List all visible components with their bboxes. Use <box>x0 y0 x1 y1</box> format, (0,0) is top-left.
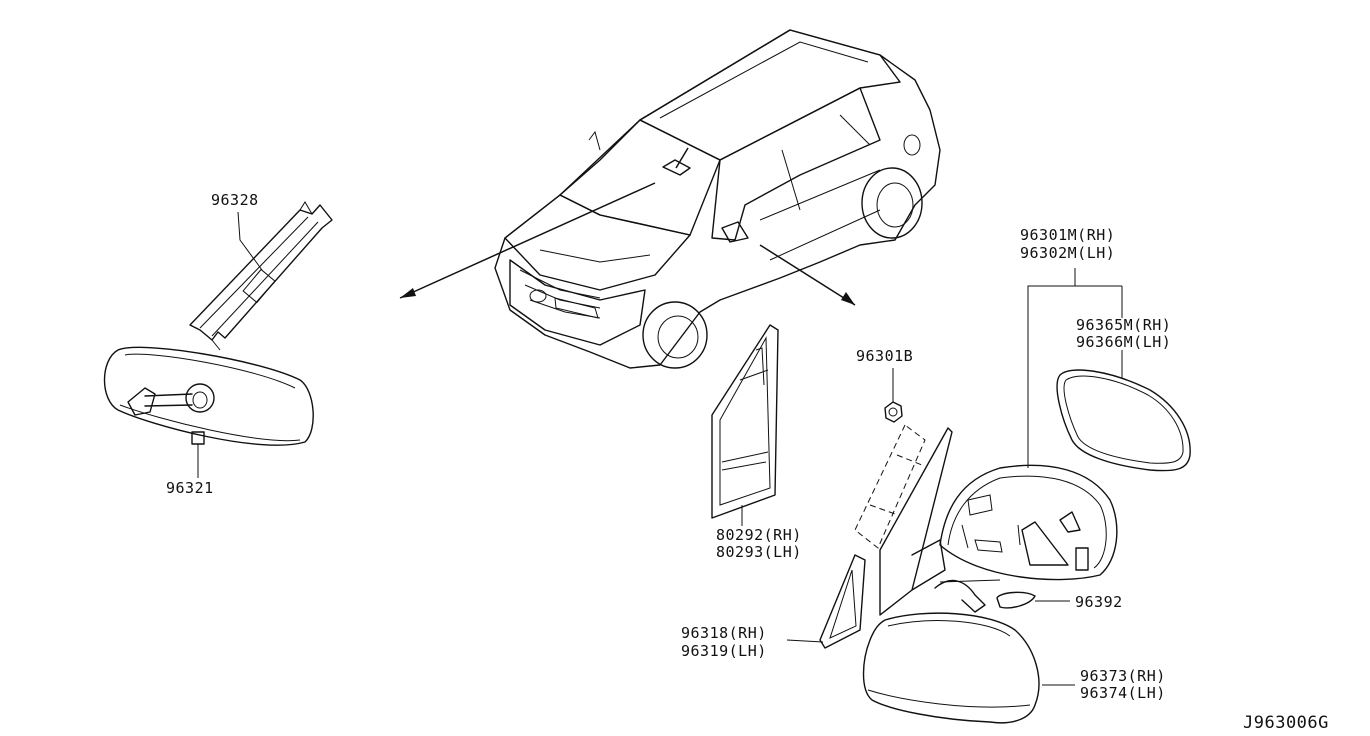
mirror-cover-96328 <box>189 201 333 351</box>
label-96301M: 96301M(RH) <box>1020 226 1115 244</box>
door-mirror-assy-96301M <box>934 464 1118 613</box>
vehicle-illustration <box>494 29 941 369</box>
label-80292: 80292(RH) <box>716 526 802 544</box>
label-96302M: 96302M(LH) <box>1020 244 1115 262</box>
label-96365M: 96365M(RH) <box>1076 316 1171 334</box>
cap-96392 <box>996 591 1036 609</box>
label-96319: 96319(LH) <box>681 642 767 660</box>
leader-lines <box>197 211 1123 686</box>
label-96318: 96318(RH) <box>681 624 767 642</box>
label-96373: 96373(RH) <box>1080 667 1166 685</box>
nut-96301B <box>884 401 903 423</box>
base-dashed-outline <box>854 424 926 549</box>
pointer-arrows <box>399 147 856 306</box>
label-80293: 80293(LH) <box>716 543 802 561</box>
mirror-glass-96365M <box>1056 369 1191 472</box>
part-labels: 96328 96321 80292(RH) 80293(LH) 96301B 9… <box>166 191 1329 733</box>
label-96392: 96392 <box>1075 593 1123 611</box>
inside-mirror-96321 <box>103 346 314 446</box>
label-96301B: 96301B <box>856 347 913 365</box>
label-96321: 96321 <box>166 479 214 497</box>
diagram-code: J963006G <box>1243 713 1329 733</box>
finisher-96318 <box>819 554 866 649</box>
label-96374: 96374(LH) <box>1080 684 1166 702</box>
corner-finisher-80292 <box>711 324 779 519</box>
mirror-base <box>879 427 953 616</box>
label-96366M: 96366M(LH) <box>1076 333 1171 351</box>
label-96328: 96328 <box>211 191 259 209</box>
mirror-cover-96373 <box>862 612 1040 724</box>
